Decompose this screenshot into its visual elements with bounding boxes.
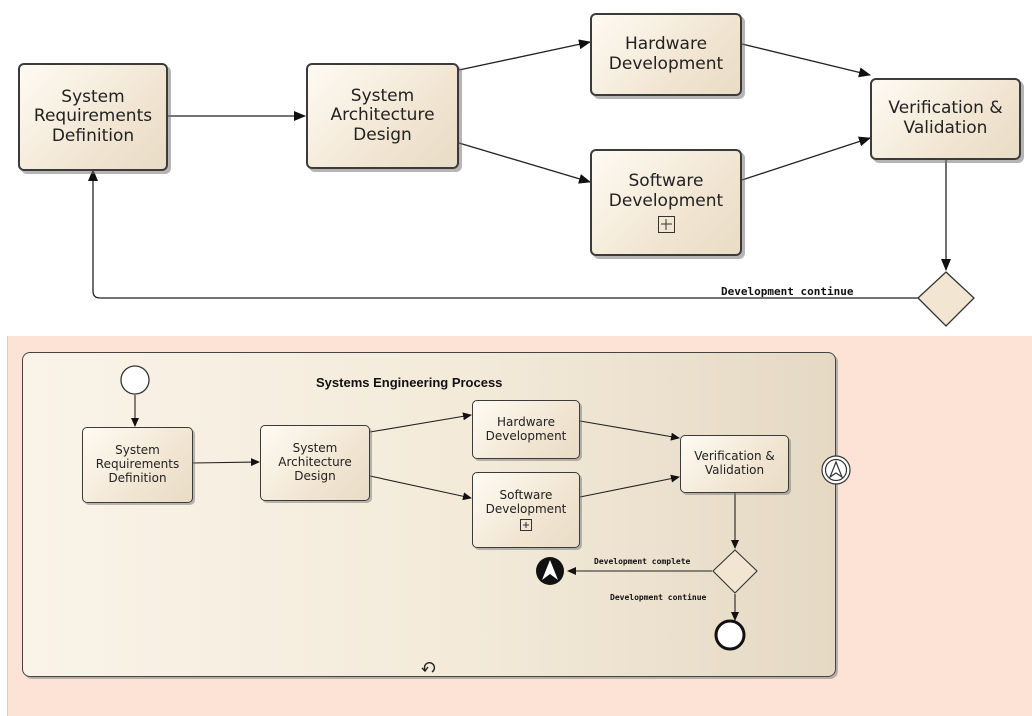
label-development-continue: Development continue [610, 593, 707, 602]
node-label: Verification & Validation [694, 449, 775, 477]
subprocess-container[interactable] [22, 352, 836, 677]
node-label: System Architecture Design [278, 441, 352, 483]
node-hardware-development[interactable]: Hardware Development [590, 13, 742, 96]
node-software-development[interactable]: Software Development [590, 149, 742, 256]
node-label: Hardware Development [485, 414, 567, 443]
sub-node-hardware-development[interactable]: Hardware Development [472, 400, 580, 459]
gateway-label-development-continue: Development continue [721, 285, 854, 298]
subprocess-plus-icon[interactable] [520, 519, 532, 532]
subprocess-plus-icon[interactable] [657, 215, 675, 233]
node-label: Software Development [608, 171, 724, 211]
node-label: Verification & Validation [888, 98, 1003, 138]
node-verification-validation[interactable]: Verification & Validation [870, 78, 1021, 160]
sub-node-software-development[interactable]: Software Development [472, 472, 580, 548]
sub-node-system-architecture[interactable]: System Architecture Design [260, 425, 370, 501]
edge-hw-to-vv [741, 43, 871, 78]
gateway-icon [917, 271, 975, 327]
edge-sw-to-vv [741, 136, 871, 181]
node-label: Software Development [485, 487, 567, 516]
node-label: System Requirements Definition [33, 86, 153, 146]
label-development-complete: Development complete [594, 557, 691, 566]
node-label: System Architecture Design [330, 85, 435, 145]
subprocess-title: Systems Engineering Process [316, 375, 503, 390]
node-label: System Requirements Definition [95, 443, 180, 485]
sub-node-verification-validation[interactable]: Verification & Validation [680, 435, 789, 493]
edge-arch-to-sw [458, 142, 591, 184]
sub-node-system-requirements[interactable]: System Requirements Definition [82, 427, 193, 503]
edge-arch-to-hw [458, 39, 591, 71]
node-system-requirements[interactable]: System Requirements Definition [18, 63, 168, 171]
node-system-architecture[interactable]: System Architecture Design [306, 63, 459, 169]
edge-gateway-loop [88, 169, 918, 299]
node-label: Hardware Development [608, 33, 724, 74]
